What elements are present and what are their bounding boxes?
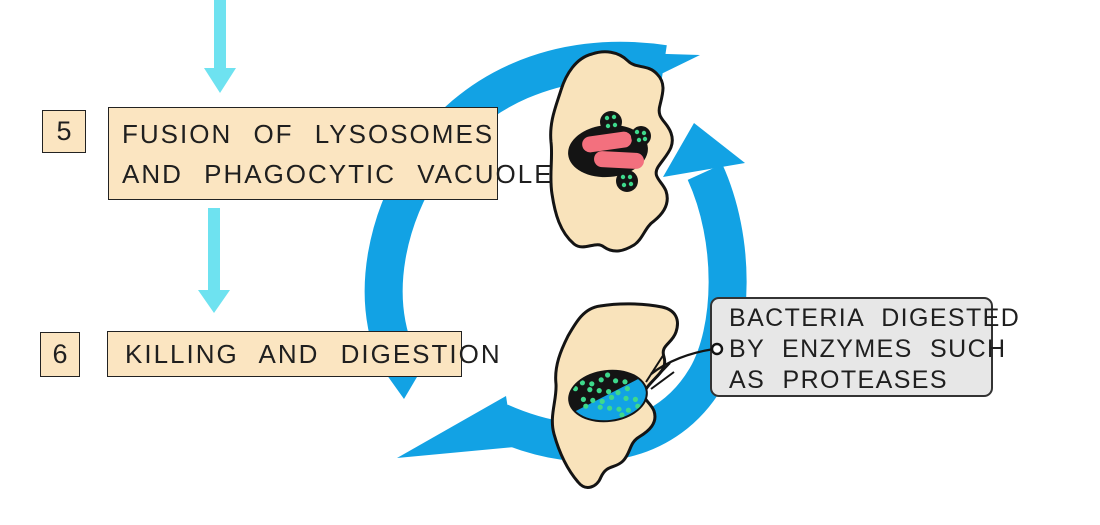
step-label-killing: KILLING AND DIGESTION bbox=[107, 331, 502, 377]
enzyme-dot bbox=[623, 395, 629, 401]
enzyme-dot bbox=[606, 389, 612, 395]
annotation-line: BACTERIA DIGESTED bbox=[729, 304, 1021, 332]
enzyme-dot bbox=[607, 405, 613, 411]
enzyme-dot bbox=[605, 372, 611, 378]
step-number-6: 6 bbox=[40, 332, 80, 377]
enzyme-dot bbox=[624, 386, 631, 392]
phagocyte-cell-digestion bbox=[550, 302, 679, 489]
enzyme-dot bbox=[619, 412, 625, 418]
flow-arrow-middle bbox=[198, 208, 230, 313]
lysosome bbox=[616, 170, 638, 192]
enzyme-dot bbox=[609, 394, 615, 400]
cycle-arrow-right-tail bbox=[397, 396, 514, 458]
enzyme-dot bbox=[622, 379, 628, 385]
lysosome bbox=[631, 126, 651, 146]
enzyme-dot bbox=[597, 404, 603, 410]
phagocyte-cell-fusion bbox=[549, 50, 674, 253]
enzyme-dot bbox=[596, 388, 602, 394]
step-number-label: 5 bbox=[56, 116, 72, 146]
cycle-arrow-right-head bbox=[663, 123, 745, 177]
enzyme-dot bbox=[625, 407, 632, 413]
step-label-line: AND PHAGOCYTIC VACUOLE bbox=[122, 158, 554, 189]
enzyme-dot bbox=[587, 387, 593, 393]
bacterium-rod bbox=[582, 131, 632, 153]
enzyme-dot bbox=[589, 381, 595, 387]
enzyme-dot bbox=[580, 396, 587, 402]
step-number-label: 6 bbox=[52, 339, 68, 369]
flow-arrow-top bbox=[204, 0, 236, 93]
annotation-bacteria-digested: BACTERIA DIGESTED BY ENZYMES SUCH AS PRO… bbox=[710, 297, 1021, 397]
annotation-line: AS PROTEASES bbox=[729, 366, 948, 394]
enzyme-dot bbox=[632, 396, 639, 402]
step-number-5: 5 bbox=[42, 110, 86, 153]
enzyme-dot bbox=[616, 406, 622, 412]
enzyme-dot bbox=[599, 398, 605, 404]
enzyme-dot bbox=[598, 377, 604, 383]
enzyme-dot bbox=[615, 390, 621, 396]
annotation-line: BY ENZYMES SUCH bbox=[729, 335, 1007, 363]
step-label-line: KILLING AND DIGESTION bbox=[125, 338, 502, 369]
digested-bacteria-dots bbox=[572, 372, 641, 418]
enzyme-dot bbox=[613, 378, 619, 384]
enzyme-dot bbox=[583, 403, 589, 409]
step-label-line: FUSION OF LYSOSOMES bbox=[122, 118, 495, 149]
lysosome bbox=[600, 111, 622, 133]
enzyme-dot bbox=[590, 397, 596, 403]
step-label-fusion: FUSION OF LYSOSOMES AND PHAGOCYTIC VACUO… bbox=[108, 107, 554, 200]
bacterium-rod bbox=[594, 151, 644, 169]
enzyme-dot bbox=[579, 380, 586, 386]
